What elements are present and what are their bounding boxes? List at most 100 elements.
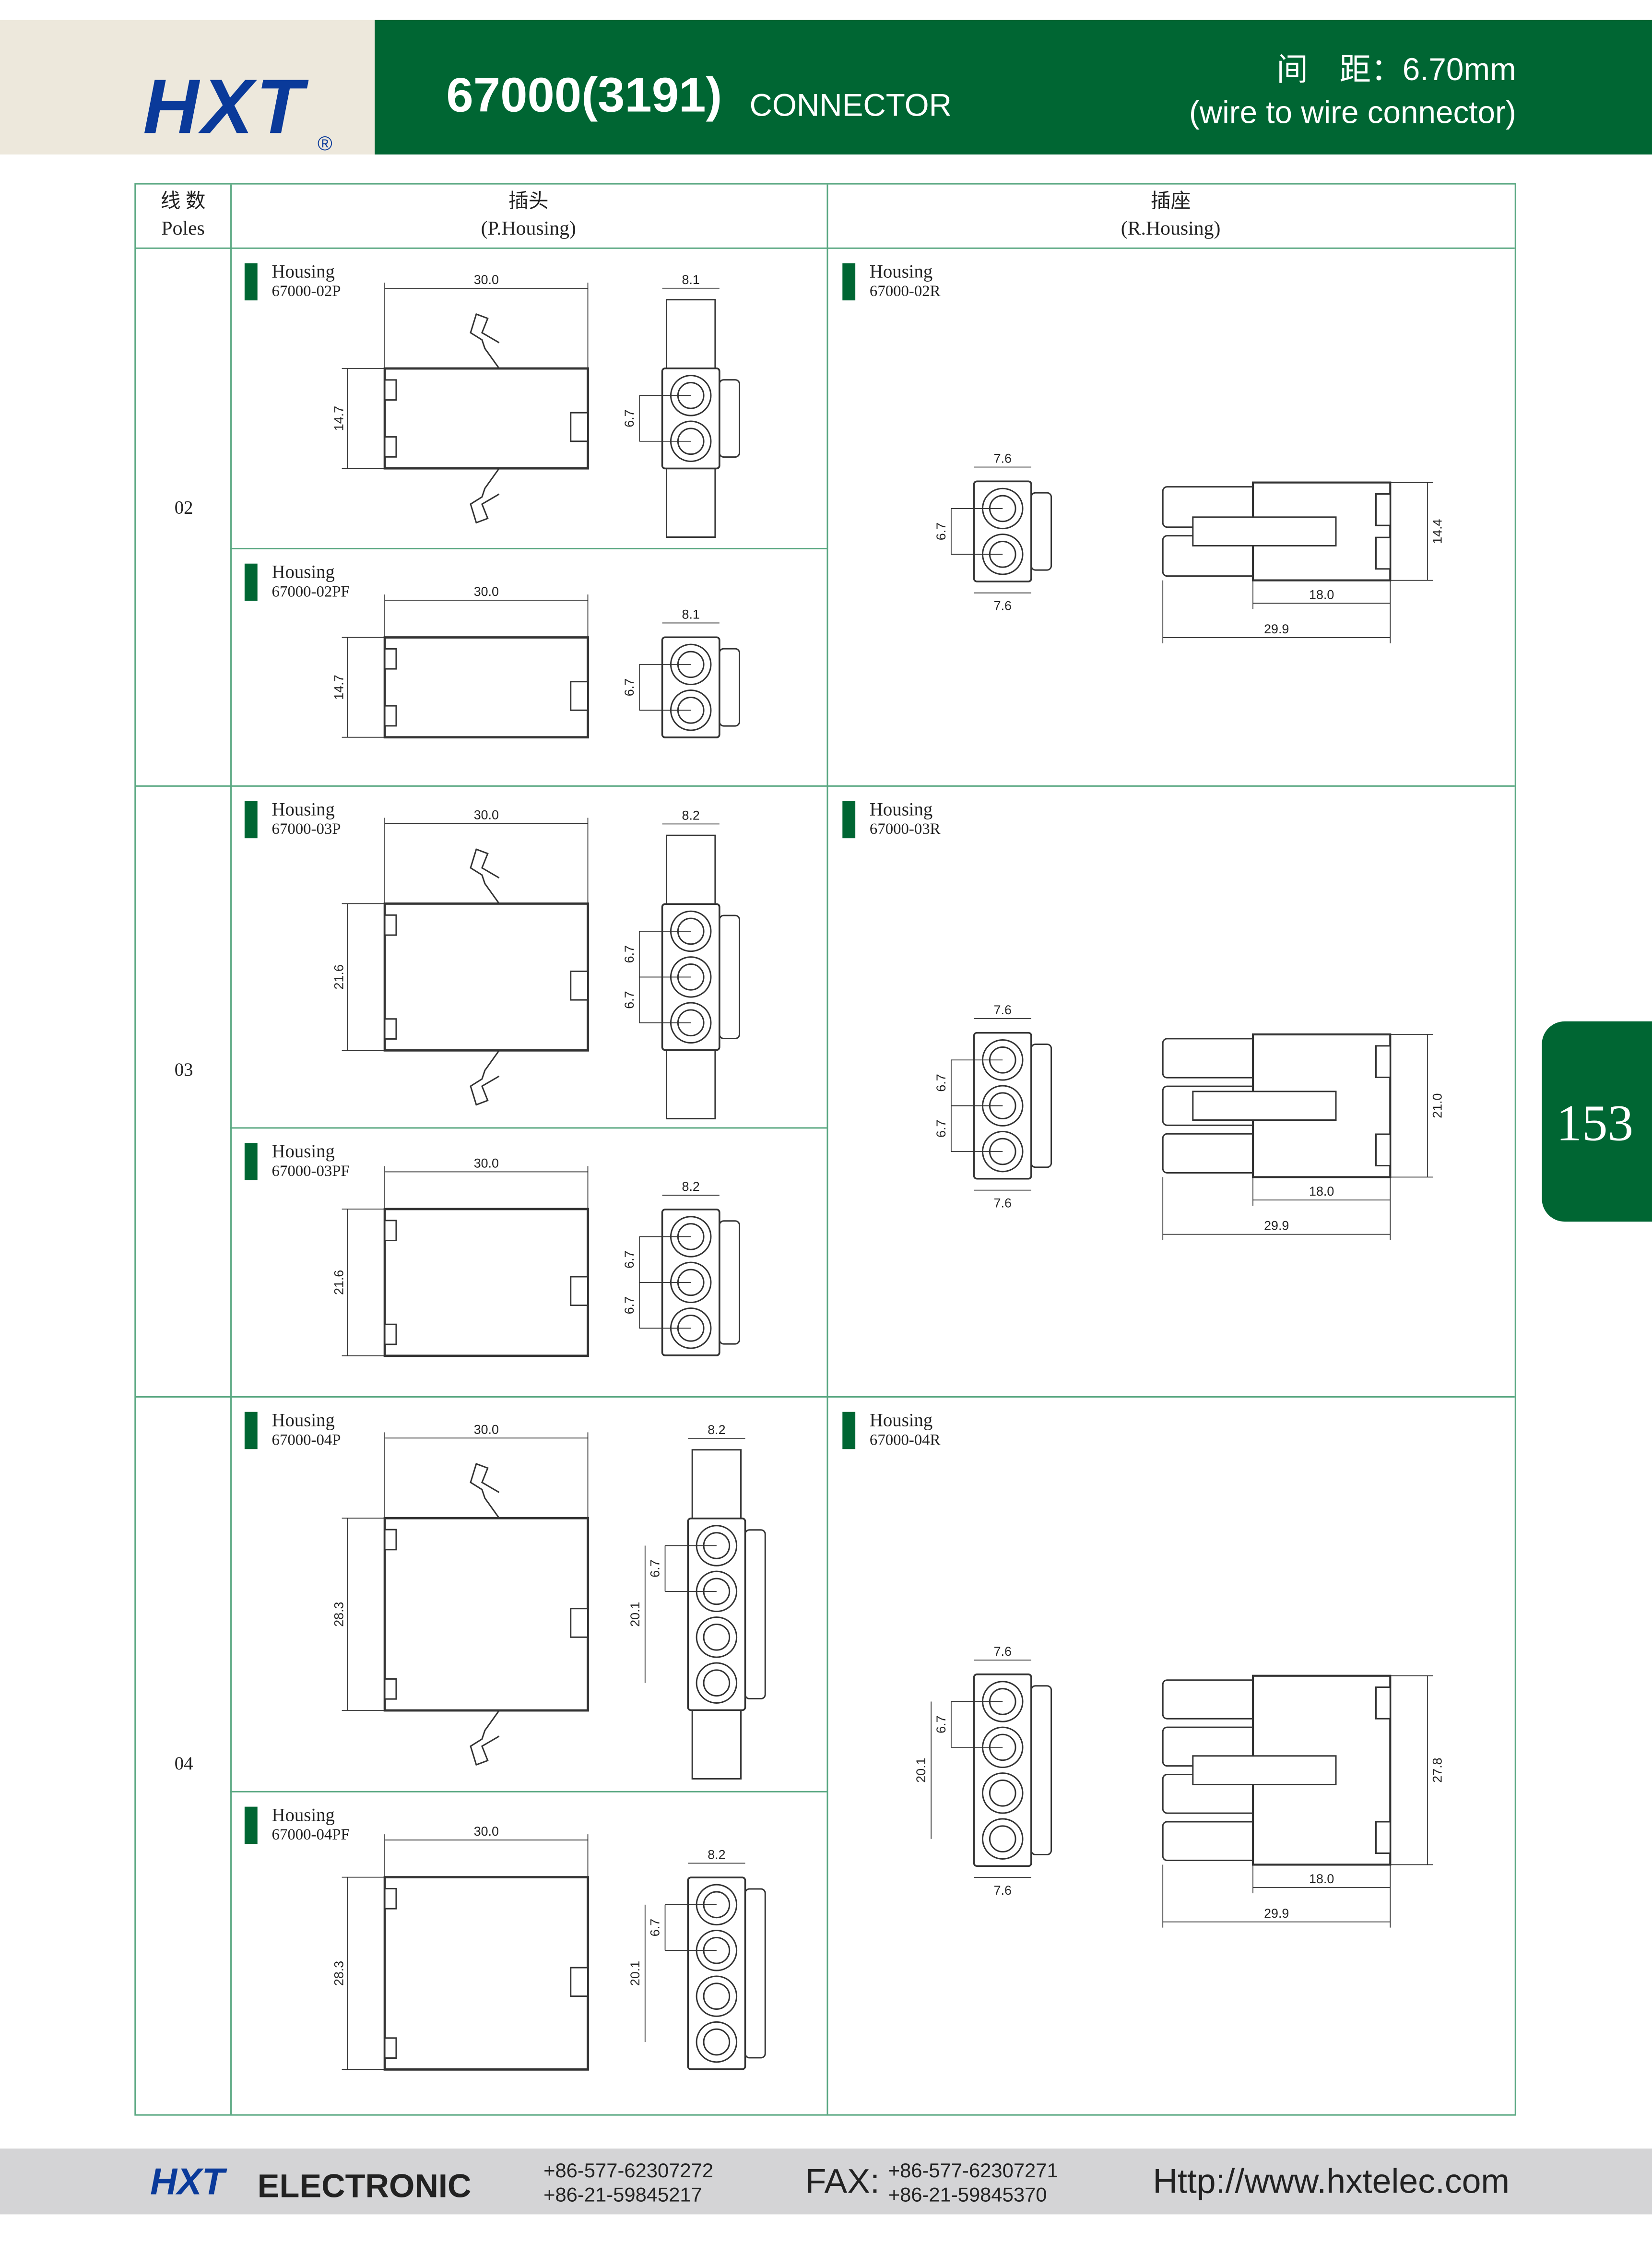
registered-mark: ® [317,131,332,155]
side-tab [384,648,397,670]
dimension-label: 30.0 [474,1156,499,1171]
side-tab [384,1678,397,1700]
website-link[interactable]: Http://www.hxtelec.com [1153,2163,1510,2202]
dimension-label: 30.0 [474,1824,499,1839]
housing-marker [244,563,258,601]
dimension-label: 14.7 [332,675,346,700]
housing-marker [244,263,258,301]
housing-marker [244,801,258,839]
technical-drawing: 30.014.78.16.7 [332,273,741,538]
dimension-label: 6.7 [622,409,637,427]
hxt-logo: HXT [143,64,307,151]
dimension-label: 6.7 [934,1120,948,1138]
side-body [383,367,589,470]
pin-hole [989,1779,1016,1807]
side-tab [384,914,397,936]
latch-clip [470,1462,500,1519]
dimension-label: 18.0 [1309,1184,1334,1199]
dimension-label: 8.2 [708,1423,725,1437]
technical-drawing: 30.021.68.26.76.7 [332,808,741,1120]
tel-1: +86-577-62307272 [543,2159,714,2182]
side-flange [1030,1044,1052,1168]
housing-marker [244,1143,258,1180]
dimension-label: 6.7 [622,945,637,963]
plug-en: (P.Housing) [481,219,576,240]
divider [136,1396,1515,1398]
latch-top [666,834,716,905]
technical-drawing: 7.66.76.77.621.018.029.9 [934,1003,1445,1240]
latch-clip [470,468,500,524]
side-flange [1030,492,1052,571]
fax-2: +86-21-59845370 [888,2183,1047,2206]
dimension-label: 21.6 [332,964,346,989]
dimension-label: 14.7 [332,406,346,431]
side-flange [719,648,741,727]
housing-title: Housing [271,1140,335,1162]
latch-clip [470,313,500,369]
dimension-label: 14.4 [1430,519,1445,544]
side-notch [570,1276,589,1306]
side-body [383,1876,589,2071]
side-tab [384,1018,397,1040]
dimension-label: 6.7 [648,1919,662,1936]
mating-prong [1162,1821,1264,1862]
poles-cn: 线 数 [160,191,206,214]
dimension-label: 27.8 [1430,1757,1445,1782]
housing-marker [842,263,856,301]
housing-title: Housing [869,1409,933,1431]
column-header-receptacle: 插座 (R.Housing) [826,189,1514,243]
page-tab: 153 [1542,1021,1652,1222]
latch-bottom [691,1709,742,1780]
latch-bottom [666,1049,716,1120]
housing-marker [244,1412,258,1449]
latch-top [691,1449,742,1519]
side-tab [384,1529,397,1551]
pin-hole [703,1624,731,1651]
dimension-label: 7.6 [994,451,1012,466]
part-number: 67000-04PF [271,1827,350,1844]
part-number: 67000-02P [271,283,341,301]
footer: HXT ELECTRONIC +86-577-62307272 +86-21-5… [0,2148,1652,2215]
technical-drawing: 30.021.68.26.76.7 [332,1156,741,1357]
pin-hole [703,2028,731,2056]
column-header-plug: 插头 (P.Housing) [230,189,826,243]
header-logo-area: HXT ® [0,20,375,155]
part-number: 67000-02PF [271,583,350,601]
side-tab [384,2037,397,2059]
dimension-label: 8.1 [682,607,700,622]
dimension-label: 8.1 [682,273,700,287]
divider [230,1791,827,1792]
technical-drawing: 30.028.38.26.720.1 [332,1422,766,1780]
dimension-label: 28.3 [332,1961,346,1986]
dimension-label: 30.0 [474,808,499,822]
poles-04: 04 [174,1752,193,1774]
pitch-info: 间 距：6.70mm (wire to wire connector) [1189,48,1516,134]
part-number: 67000-02R [869,283,941,301]
side-flange [719,914,741,1040]
rec-en: (R.Housing) [1121,219,1221,240]
side-tab [1375,1045,1391,1078]
side-body [383,636,589,739]
connector-subtitle: (wire to wire connector) [1189,94,1516,131]
footer-logo: HXT [150,2160,225,2203]
dimension-label: 28.3 [332,1602,346,1627]
technical-drawing: 7.66.77.614.418.029.9 [934,451,1445,643]
part-number: 67000-03R [869,821,941,839]
lock-slot [1192,1755,1337,1785]
front-body [687,1518,746,1711]
part-number: 67000-04P [271,1432,341,1449]
column-header-poles: 线 数 Poles [136,189,230,243]
housing-title: Housing [869,798,933,820]
side-body [383,1517,589,1712]
mating-prong [1162,1133,1264,1174]
housing-title: Housing [271,260,335,282]
side-notch [570,1967,589,1997]
latch-clip [470,848,500,904]
